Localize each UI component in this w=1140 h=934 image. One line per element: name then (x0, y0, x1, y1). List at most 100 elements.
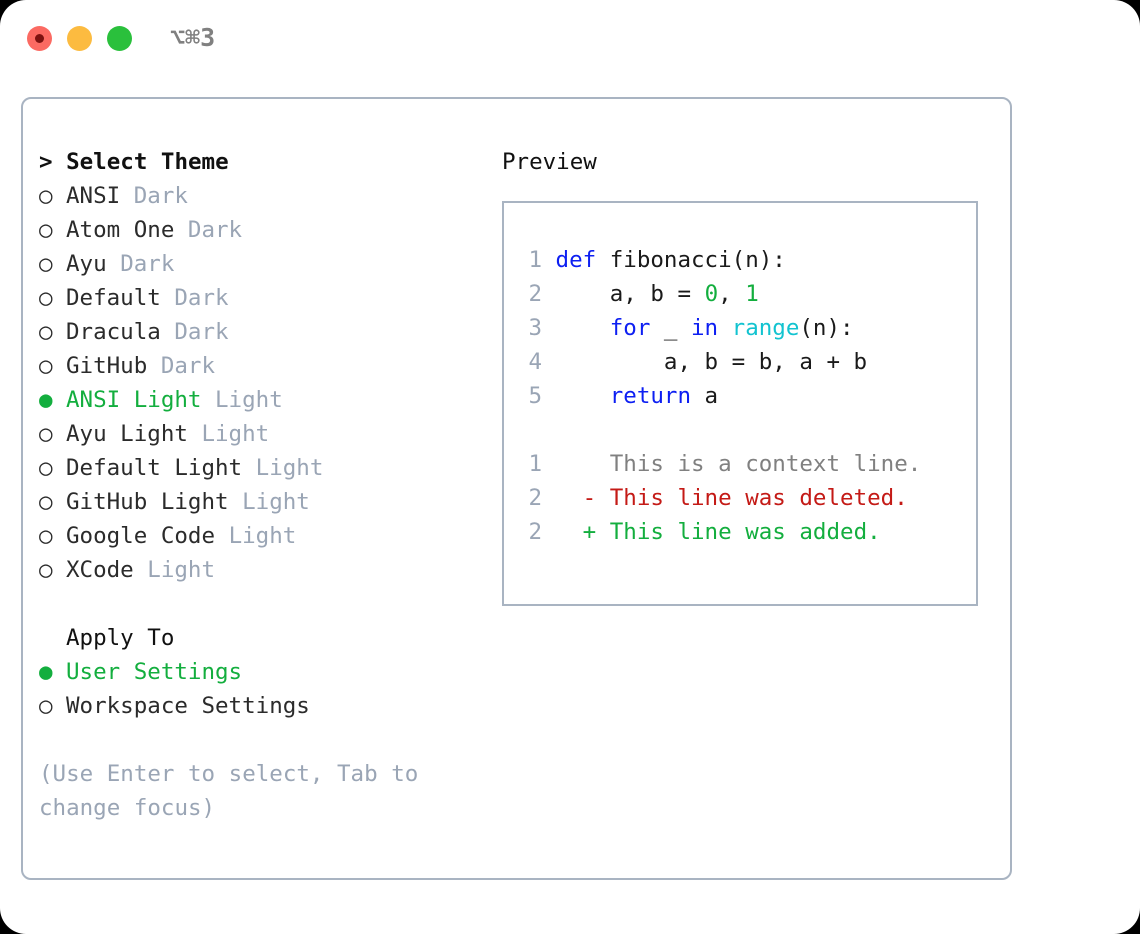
code-line: 1 def fibonacci(n): (516, 243, 970, 277)
code-token: a (691, 383, 719, 409)
radio-unselected-icon: ○ (39, 557, 53, 583)
theme-option-label: Ayu (66, 251, 121, 277)
code-token (556, 383, 610, 409)
diff-marker: + (542, 519, 597, 545)
theme-option-kind: Dark (160, 353, 216, 379)
radio-unselected-icon: ○ (39, 421, 53, 447)
theme-option-label: Ayu Light (66, 421, 202, 447)
radio-unselected-icon: ○ (39, 319, 53, 345)
theme-option-kind: Light (242, 489, 310, 515)
theme-option-default-light[interactable]: ○ Default Light Light (39, 451, 499, 485)
title-bar: ⌥⌘3 (0, 0, 1140, 80)
theme-option-kind: Light (147, 557, 216, 583)
code-token: (n): (799, 315, 854, 341)
line-number: 5 (528, 383, 542, 409)
theme-option-kind: Dark (174, 285, 229, 311)
line-number: 1 (528, 247, 542, 273)
radio-unselected-icon: ○ (39, 217, 53, 243)
radio-unselected-icon: ○ (39, 353, 53, 379)
radio-selected-icon: ● (39, 659, 53, 685)
line-number: 4 (528, 349, 542, 375)
line-number: 2 (528, 281, 542, 307)
code-token: fibonacci(n): (609, 247, 786, 273)
keyboard-hint-text: (Use Enter to select, Tab to change focu… (39, 761, 432, 821)
theme-option-ayu[interactable]: ○ Ayu Dark (39, 247, 499, 281)
apply-to-header: Apply To (66, 625, 175, 651)
apply-to-option-label: User Settings (66, 659, 243, 685)
apply-to-option-user-settings[interactable]: ● User Settings (39, 655, 499, 689)
code-token: _ (650, 315, 692, 341)
theme-option-kind: Light (228, 523, 297, 549)
diff-line-ctx: 1 This is a context line. (516, 447, 970, 481)
theme-selector-panel: > Select Theme ○ANSI Dark○Atom One Dark○… (21, 97, 1012, 880)
theme-option-ansi[interactable]: ○ ANSI Dark (39, 179, 499, 213)
theme-options-list[interactable]: ○ANSI Dark○Atom One Dark○Ayu Dark○Defaul… (39, 179, 499, 587)
diff-marker (542, 451, 596, 477)
theme-option-default[interactable]: ○Default Dark (39, 281, 499, 315)
theme-option-kind: Dark (120, 251, 175, 277)
theme-option-kind: Dark (133, 183, 188, 209)
theme-option-label: Default (66, 285, 175, 311)
theme-option-ansi-light[interactable]: ● ANSI Light Light (39, 383, 499, 417)
theme-option-kind: Light (255, 455, 324, 481)
theme-option-kind: Light (215, 387, 283, 413)
theme-option-label: ANSI Light (66, 387, 216, 413)
radio-unselected-icon: ○ (39, 183, 53, 209)
radio-unselected-icon: ○ (39, 251, 53, 277)
theme-list-column: > Select Theme ○ANSI Dark○Atom One Dark○… (39, 145, 499, 825)
code-gutter-space (542, 315, 556, 341)
apply-to-option-workspace-settings[interactable]: ○ Workspace Settings (39, 689, 499, 723)
theme-option-dracula[interactable]: ○Dracula Dark (39, 315, 499, 349)
theme-list-header: > Select Theme (39, 149, 229, 175)
keyboard-shortcut-label: ⌥⌘3 (170, 23, 216, 52)
theme-option-label: Dracula (66, 319, 175, 345)
code-gutter-space (542, 383, 556, 409)
code-line: 3 for _ in range(n): (516, 311, 970, 345)
code-token: def (555, 247, 610, 273)
apply-to-options-list[interactable]: ● User Settings ○ Workspace Settings (39, 655, 499, 723)
code-token: a, b = (555, 281, 705, 307)
code-token: range (731, 315, 800, 341)
zoom-button[interactable] (107, 26, 132, 51)
close-button[interactable] (27, 26, 52, 51)
theme-option-google-code[interactable]: ○ Google Code Light (39, 519, 499, 553)
preview-column: Preview 1 def fibonacci(n):2 a, b = 0, 1… (502, 145, 992, 606)
apply-to-option-label: Workspace Settings (66, 693, 310, 719)
code-token: in (691, 315, 719, 341)
theme-option-ayu-light[interactable]: ○ Ayu Light Light (39, 417, 499, 451)
radio-selected-icon: ● (39, 387, 53, 413)
radio-unselected-icon: ○ (39, 523, 53, 549)
code-gutter-space (542, 349, 556, 375)
theme-option-github[interactable]: ○ GitHub Dark (39, 349, 499, 383)
line-number: 1 (528, 451, 542, 477)
line-number: 3 (528, 315, 542, 341)
code-line: 2 a, b = 0, 1 (516, 277, 970, 311)
theme-option-github-light[interactable]: ○GitHub Light Light (39, 485, 499, 519)
theme-option-label: XCode (66, 557, 148, 583)
theme-option-label: Default Light (66, 455, 256, 481)
diff-text: This is a context line. (596, 451, 922, 477)
theme-option-kind: Dark (187, 217, 243, 243)
radio-unselected-icon: ○ (39, 693, 53, 719)
code-token: , (718, 281, 746, 307)
code-line: 5 return a (516, 379, 970, 413)
radio-unselected-icon: ○ (39, 455, 53, 481)
code-token (556, 315, 610, 341)
theme-option-kind: Light (201, 421, 270, 447)
theme-option-label: Atom One (66, 217, 188, 243)
theme-option-xcode[interactable]: ○ XCode Light (39, 553, 499, 587)
line-number: 2 (528, 485, 542, 511)
code-token: return (609, 383, 692, 409)
theme-option-label: GitHub Light (66, 489, 243, 515)
theme-option-atom-one[interactable]: ○ Atom One Dark (39, 213, 499, 247)
apply-to-section: Apply To ● User Settings ○ Workspace Settin… (39, 621, 499, 723)
theme-option-label: ANSI (66, 183, 134, 209)
theme-option-label: Google Code (66, 523, 229, 549)
minimize-button[interactable] (67, 26, 92, 51)
theme-option-label: GitHub (66, 353, 161, 379)
line-number: 2 (528, 519, 542, 545)
window-controls (27, 26, 132, 51)
